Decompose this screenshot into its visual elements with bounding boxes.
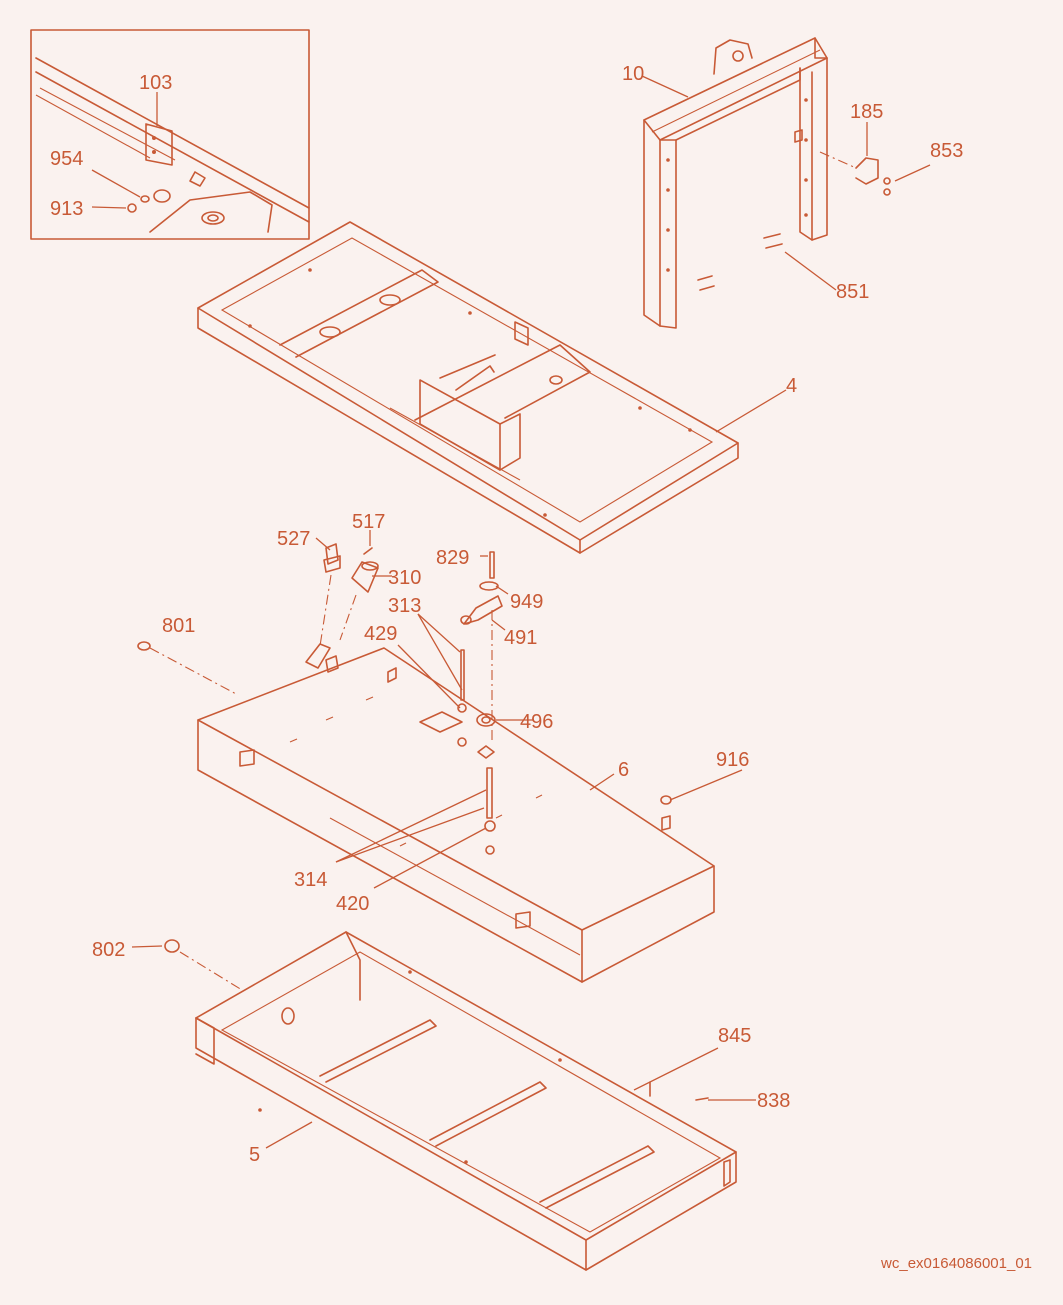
label-185: 185 xyxy=(850,101,883,123)
detail-inset: 103 954 913 xyxy=(30,29,310,240)
label-429: 429 xyxy=(364,623,397,645)
label-527: 527 xyxy=(277,528,310,550)
label-4: 4 xyxy=(786,375,797,397)
reference-code: wc_ex0164086001_01 xyxy=(880,1255,1032,1272)
label-851: 851 xyxy=(836,281,869,303)
label-6: 6 xyxy=(618,759,629,781)
label-853: 853 xyxy=(930,140,963,162)
label-845: 845 xyxy=(718,1025,751,1047)
label-829: 829 xyxy=(436,547,469,569)
label-913: 913 xyxy=(50,198,83,220)
label-314: 314 xyxy=(294,869,327,891)
label-949: 949 xyxy=(510,591,543,613)
label-103: 103 xyxy=(139,72,172,94)
small-parts: 527 517 310 829 949 313 491 429 801 496 xyxy=(137,511,553,855)
part-10-upright-frame: 10 185 853 851 xyxy=(622,37,963,329)
part-5-base-tray: 802 845 838 5 xyxy=(92,931,790,1271)
label-954: 954 xyxy=(50,148,83,170)
label-916: 916 xyxy=(716,749,749,771)
part-6-cabinet: 6 916 314 420 xyxy=(197,647,749,983)
label-801: 801 xyxy=(162,615,195,637)
label-491: 491 xyxy=(504,627,537,649)
label-5: 5 xyxy=(249,1144,260,1166)
label-10: 10 xyxy=(622,63,644,85)
label-310: 310 xyxy=(388,567,421,589)
label-496: 496 xyxy=(520,711,553,733)
label-517: 517 xyxy=(352,511,385,533)
label-313: 313 xyxy=(388,595,421,617)
label-838: 838 xyxy=(757,1090,790,1112)
part-4-top-frame: 4 xyxy=(197,221,797,554)
label-802: 802 xyxy=(92,939,125,961)
label-420: 420 xyxy=(336,893,369,915)
